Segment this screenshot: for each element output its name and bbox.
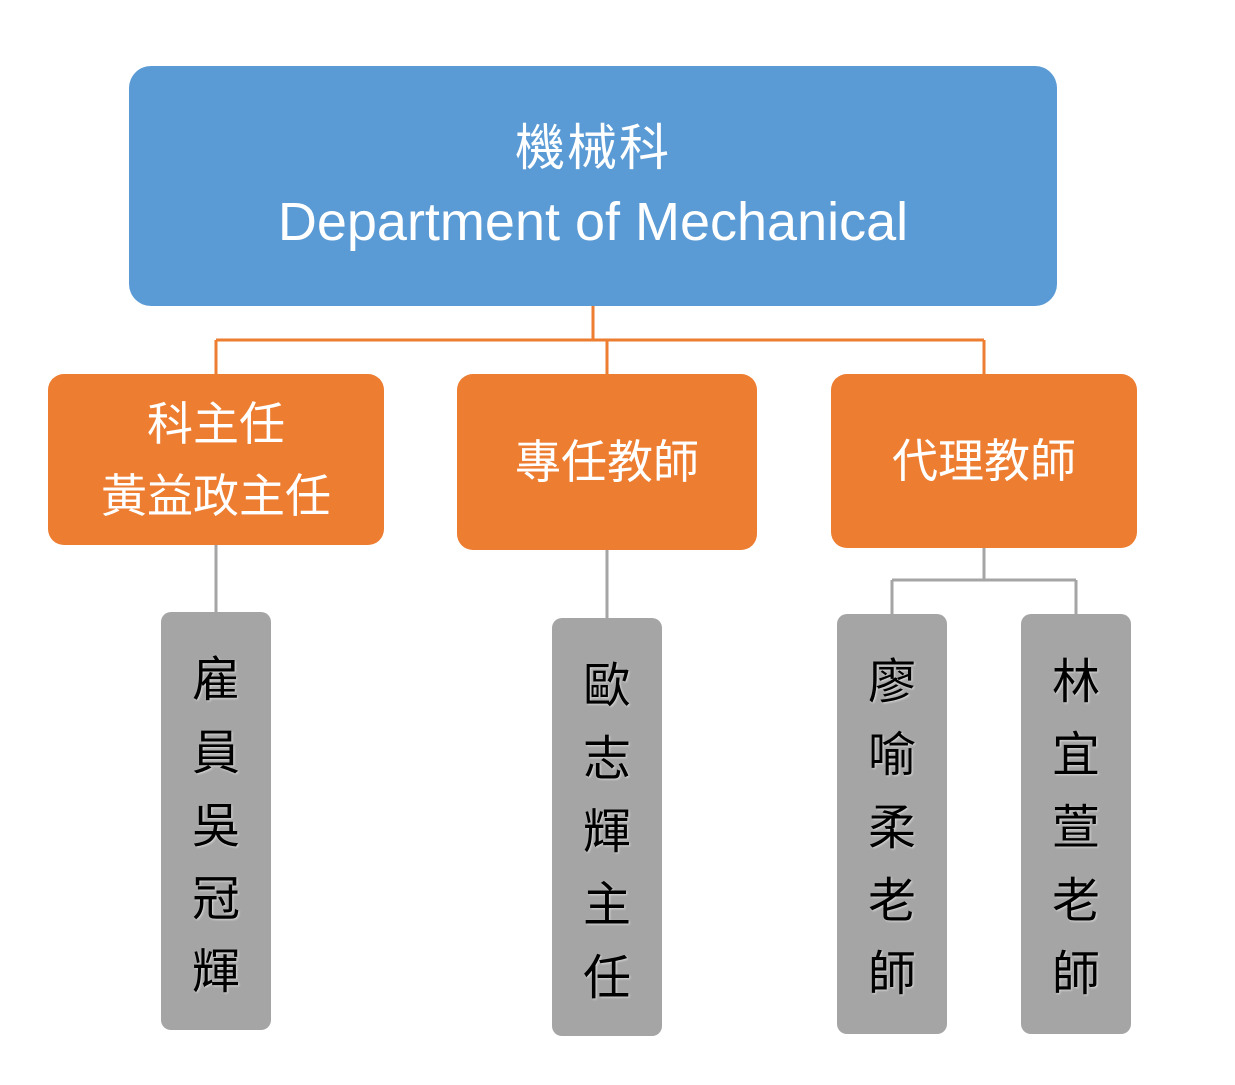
branch-node-line1: 代理教師 [892,434,1076,488]
member-node-full-time: 歐 志 輝 主 任 [552,618,662,1036]
member-char: 宜 [1051,727,1100,783]
member-char: 林 [1051,654,1100,710]
member-char: 喻 [867,727,916,783]
branch-node-line2: 黃益政主任 [101,468,331,523]
member-char: 吳 [191,798,240,854]
root-node: 機械科 Department of Mechanical [129,66,1057,306]
member-char: 師 [1051,946,1100,1002]
member-char: 輝 [582,804,631,860]
member-char: 雇 [191,652,240,708]
branch-node-department-head: 科主任 黃益政主任 [48,374,384,545]
member-char: 廖 [867,654,916,710]
member-char: 老 [867,873,916,929]
member-char: 萱 [1051,800,1100,856]
member-node-substitute-1: 廖 喻 柔 老 師 [837,614,947,1034]
branch-node-line1: 科主任 [147,396,285,451]
member-char: 員 [191,725,240,781]
member-char: 柔 [867,800,916,856]
member-char: 志 [582,731,631,787]
member-char: 歐 [582,658,631,714]
branch-node-full-time-teachers: 專任教師 [457,374,757,550]
member-node-staff: 雇 員 吳 冠 輝 [161,612,271,1030]
member-char: 師 [867,946,916,1002]
member-char: 任 [582,950,631,1006]
member-char: 老 [1051,873,1100,929]
root-title-zh: 機械科 [515,119,671,177]
member-char: 主 [582,877,631,933]
root-title-en: Department of Mechanical [277,192,909,252]
member-char: 冠 [191,871,240,927]
branch-node-line1: 專任教師 [515,435,699,489]
branch-node-substitute-teachers: 代理教師 [831,374,1137,548]
member-node-substitute-2: 林 宜 萱 老 師 [1021,614,1131,1034]
member-char: 輝 [191,944,240,1000]
